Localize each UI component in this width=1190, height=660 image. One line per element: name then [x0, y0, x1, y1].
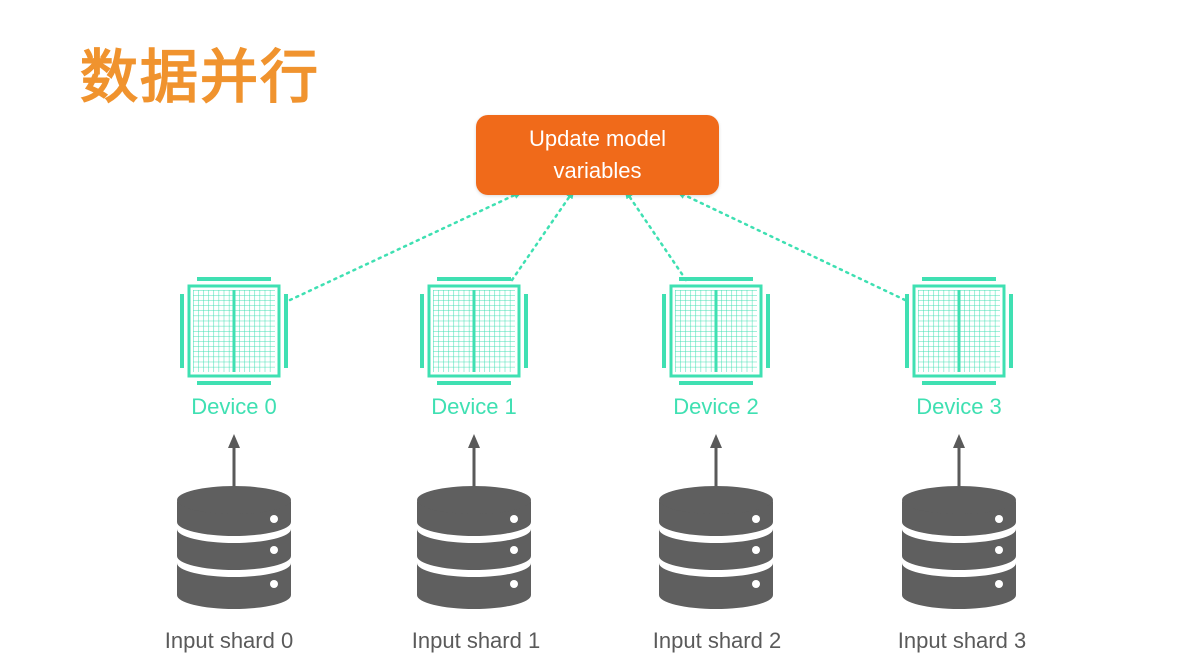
- database-icon-1: [417, 486, 531, 609]
- update-box-label: Update model variables: [529, 126, 666, 183]
- shard-label-3: Input shard 3: [897, 628, 1027, 653]
- database-icon-2: [659, 486, 773, 609]
- connector-device-2: [624, 189, 688, 282]
- shard-label-0: Input shard 0: [164, 628, 294, 653]
- database-icon-3: [902, 486, 1016, 609]
- chip-icon-0: [178, 275, 290, 387]
- device-label-2: Device 2: [673, 394, 759, 419]
- connector-device-3: [676, 191, 907, 302]
- shard-label-2: Input shard 2: [652, 628, 782, 653]
- update-model-variables-box: Update model variables: [476, 115, 719, 195]
- chip-icon-3: [903, 275, 1015, 387]
- connector-lines: [288, 189, 907, 302]
- device-label-0: Device 0: [191, 394, 277, 419]
- arrow-shard-1: [468, 434, 480, 488]
- connector-device-1: [510, 189, 575, 282]
- device-label-1: Device 1: [431, 394, 517, 419]
- chip-icon-2: [660, 275, 772, 387]
- arrow-shard-2: [710, 434, 722, 488]
- database-icon-0: [177, 486, 291, 609]
- shard-label-1: Input shard 1: [411, 628, 541, 653]
- connector-device-0: [288, 191, 523, 302]
- chip-icon-1: [418, 275, 530, 387]
- device-label-3: Device 3: [916, 394, 1002, 419]
- slide-title: 数据并行: [80, 43, 321, 111]
- arrow-shard-0: [228, 434, 240, 488]
